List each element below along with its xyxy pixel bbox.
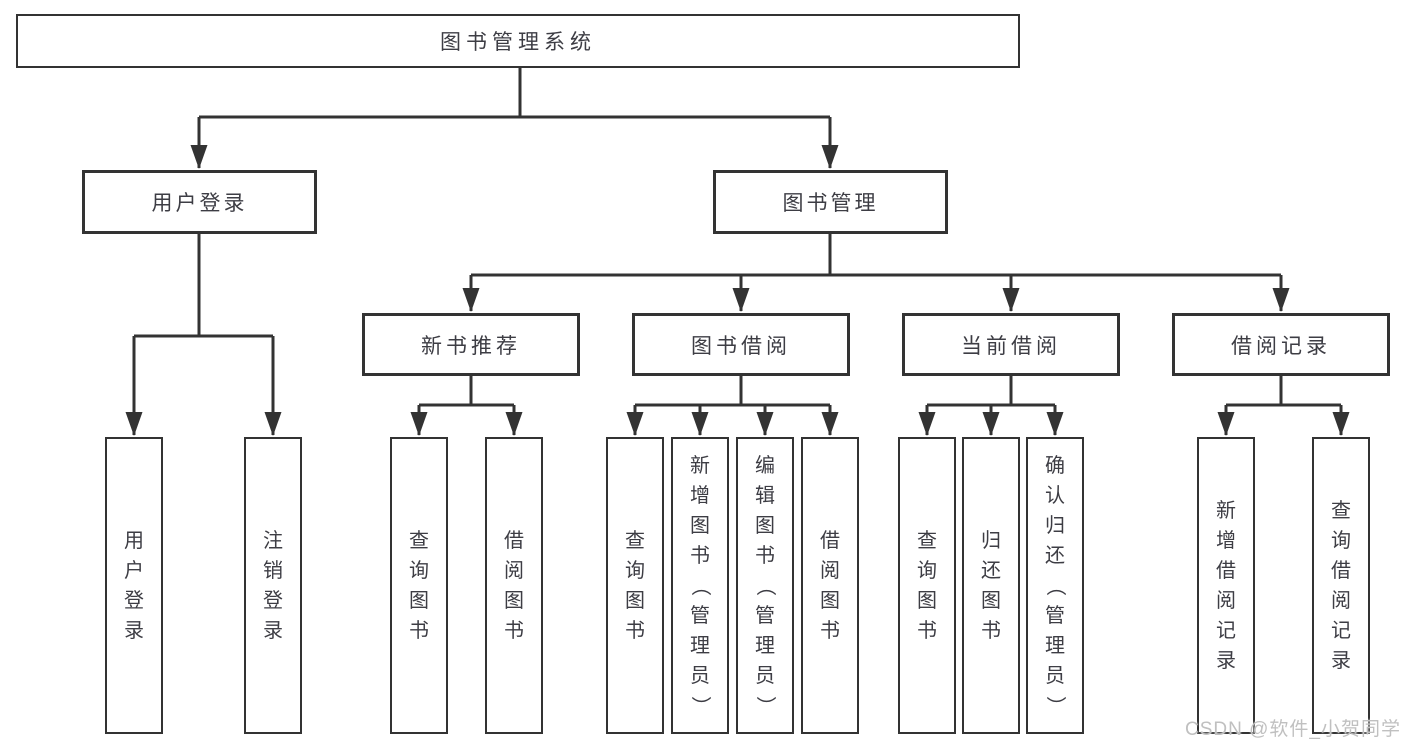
leaf-query-borrow-record-label: 查询借阅记录	[1331, 499, 1351, 672]
leaf-query-books-borrowing: 查询图书	[606, 437, 664, 734]
leaf-query-books-recommend: 查询图书	[390, 437, 448, 734]
csdn-watermark: CSDN @软件_小贺同学	[1185, 719, 1401, 740]
leaf-add-books-admin: 新增图书（管理员）	[671, 437, 729, 734]
leaf-return-books: 归还图书	[962, 437, 1020, 734]
leaf-user-login-label: 用户登录	[124, 529, 144, 642]
node-library-management-system: 图书管理系统	[16, 14, 1020, 68]
leaf-borrow-books-recommend-label: 借阅图书	[504, 529, 524, 642]
leaf-query-books-current: 查询图书	[898, 437, 956, 734]
leaf-query-books-current-label: 查询图书	[917, 529, 937, 642]
leaf-edit-books-admin-label: 编辑图书（管理员）	[754, 454, 776, 716]
leaf-edit-books-admin: 编辑图书（管理员）	[736, 437, 794, 734]
node-book-management: 图书管理	[713, 170, 948, 234]
node-new-book-recommendation: 新书推荐	[362, 313, 580, 376]
leaf-confirm-return-admin-label: 确认归还（管理员）	[1044, 454, 1066, 716]
leaf-logout-login-label: 注销登录	[263, 529, 283, 642]
leaf-logout-login: 注销登录	[244, 437, 302, 734]
leaf-borrow-books-borrowing-label: 借阅图书	[820, 529, 840, 642]
leaf-add-borrow-record-label: 新增借阅记录	[1216, 499, 1236, 672]
leaf-user-login: 用户登录	[105, 437, 163, 734]
node-current-borrowing: 当前借阅	[902, 313, 1120, 376]
node-book-borrowing: 图书借阅	[632, 313, 850, 376]
leaf-query-books-borrowing-label: 查询图书	[625, 529, 645, 642]
node-user-login: 用户登录	[82, 170, 317, 234]
leaf-add-borrow-record: 新增借阅记录	[1197, 437, 1255, 734]
leaf-confirm-return-admin: 确认归还（管理员）	[1026, 437, 1084, 734]
leaf-query-books-recommend-label: 查询图书	[409, 529, 429, 642]
node-borrowing-records: 借阅记录	[1172, 313, 1390, 376]
leaf-borrow-books-recommend: 借阅图书	[485, 437, 543, 734]
connector-trunk	[134, 68, 1341, 407]
leaf-return-books-label: 归还图书	[981, 529, 1001, 642]
leaf-add-books-admin-label: 新增图书（管理员）	[689, 454, 711, 716]
leaf-borrow-books-borrowing: 借阅图书	[801, 437, 859, 734]
leaf-query-borrow-record: 查询借阅记录	[1312, 437, 1370, 734]
